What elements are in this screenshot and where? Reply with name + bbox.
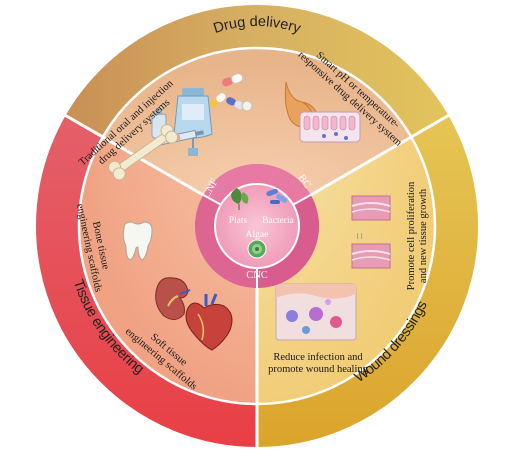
wound-cells-icon	[275, 283, 357, 341]
inner-rim	[77, 46, 437, 406]
leaf-icon	[231, 188, 249, 210]
source-plats: Plats	[229, 216, 248, 226]
core-center[interactable]	[214, 183, 300, 269]
drug-delivery-title: Drug delivery	[212, 14, 304, 37]
svg-text:[ ]: [ ]	[357, 234, 363, 240]
wound-top-line2: and new tissue growth	[418, 188, 429, 283]
kidney-icon	[155, 277, 191, 320]
drug-delivery-inner-sector[interactable]	[102, 47, 412, 196]
tooth-icon	[122, 221, 153, 261]
wound-dressings-illustrations: [ ]	[275, 195, 391, 341]
bone-icon	[108, 124, 179, 181]
tissue-engineering-outer-band[interactable]	[34, 115, 257, 448]
source-algae: Algae	[246, 230, 269, 240]
outer-ring	[34, 3, 480, 448]
wound-bottom-line2: promote wound healing	[268, 364, 368, 375]
wound-bottom-text: Reduce infection and promote wound heali…	[268, 352, 368, 375]
wound-top-text: Promote cell proliferation and new tissu…	[406, 181, 429, 290]
core-segment-cnc: CNC	[246, 270, 268, 281]
drug-delivery-outer-band[interactable]	[64, 3, 450, 138]
algae-icon	[247, 239, 267, 259]
bacteria-icon	[266, 188, 288, 204]
core: CNF BC CNC Plats Bacteria Algae	[194, 163, 320, 288]
tissue-engineering-illustrations	[108, 124, 233, 351]
wound-dressings-outer-band[interactable]	[257, 115, 480, 448]
heart-icon	[185, 293, 233, 351]
skin-tissue-icon: [ ]	[351, 195, 391, 269]
outer-rim	[34, 3, 480, 449]
wound-top-line1: Promote cell proliferation	[406, 181, 417, 290]
wound-bottom-line1: Reduce infection and	[273, 352, 363, 363]
intestine-villi-icon	[299, 111, 361, 143]
pill-capsule-icon	[209, 73, 253, 112]
source-bacteria: Bacteria	[262, 216, 294, 226]
